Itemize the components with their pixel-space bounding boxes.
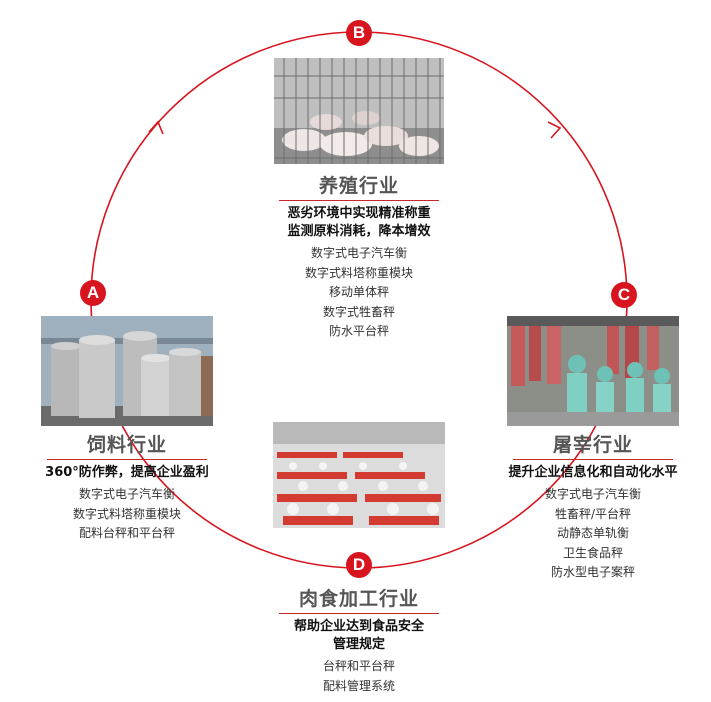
section-meat-subtitle-2: 管理规定 (332, 637, 385, 652)
section-breeding: 养殖行业 恶劣环境中实现精准称重 监测原料消耗，降本增效 数字式电子汽车衡 数字… (264, 171, 454, 342)
section-meat-title: 肉食加工行业 (279, 584, 439, 614)
section-feed-title: 饲料行业 (47, 430, 207, 460)
photo-slaughter (507, 316, 679, 426)
section-slaughter: 屠宰行业 提升企业信息化和自动化水平 数字式电子汽车衡 牲畜秤/平台秤 动静态单… (491, 430, 695, 583)
section-slaughter-item: 动静态单轨衡 (556, 526, 629, 540)
section-breeding-item: 移动单体秤 (328, 285, 389, 299)
section-meat: 肉食加工行业 帮助企业达到食品安全 管理规定 台秤和平台秤 配料管理系统 (264, 584, 454, 696)
section-breeding-subtitle-1: 恶劣环境中实现精准称重 (287, 206, 431, 221)
marker-c: C (611, 282, 637, 308)
section-breeding-item: 防水平台秤 (328, 324, 389, 338)
section-feed-item: 数字式料塔称重模块 (72, 506, 181, 521)
section-feed-subtitle: 360°防作弊，提高企业盈利 (45, 465, 209, 480)
section-breeding-item: 数字式牲畜秤 (322, 304, 395, 319)
photo-feed (41, 316, 213, 426)
section-feed-item: 配料台秤和平台秤 (78, 526, 175, 540)
section-slaughter-title: 屠宰行业 (513, 430, 673, 460)
section-slaughter-item: 防水型电子案秤 (550, 565, 635, 579)
section-breeding-title: 养殖行业 (279, 171, 439, 201)
section-slaughter-item: 牲畜秤/平台秤 (554, 506, 632, 521)
section-breeding-item: 数字式料塔称重模块 (304, 265, 413, 280)
marker-d: D (346, 552, 372, 578)
marker-b: B (346, 20, 372, 46)
arrow-bc-icon (547, 121, 562, 139)
section-meat-item: 台秤和平台秤 (322, 659, 395, 673)
arrow-ab-icon (148, 120, 164, 135)
section-slaughter-subtitle: 提升企业信息化和自动化水平 (508, 465, 678, 480)
marker-a: A (80, 280, 106, 306)
section-breeding-subtitle-2: 监测原料消耗，降本增效 (287, 224, 431, 239)
section-meat-item: 配料管理系统 (322, 678, 395, 693)
photo-meat (273, 422, 445, 528)
section-slaughter-item: 数字式电子汽车衡 (544, 487, 641, 501)
photo-breeding (274, 58, 444, 164)
section-slaughter-item: 卫生食品秤 (562, 545, 623, 560)
section-feed: 饲料行业 360°防作弊，提高企业盈利 数字式电子汽车衡 数字式料塔称重模块 配… (32, 430, 222, 544)
section-breeding-item: 数字式电子汽车衡 (310, 246, 407, 260)
section-meat-subtitle-1: 帮助企业达到食品安全 (293, 619, 424, 634)
section-feed-item: 数字式电子汽车衡 (78, 487, 175, 501)
